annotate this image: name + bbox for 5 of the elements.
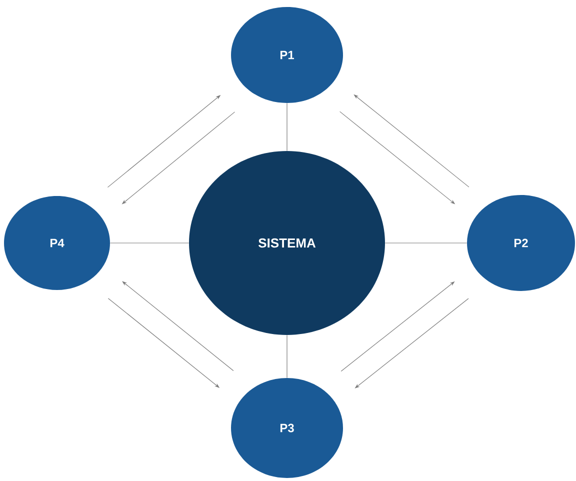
- arrow: [122, 281, 234, 372]
- connector-line: [384, 242, 468, 244]
- connector-line: [110, 242, 190, 244]
- connector-line: [286, 102, 288, 152]
- connector-line: [286, 334, 288, 378]
